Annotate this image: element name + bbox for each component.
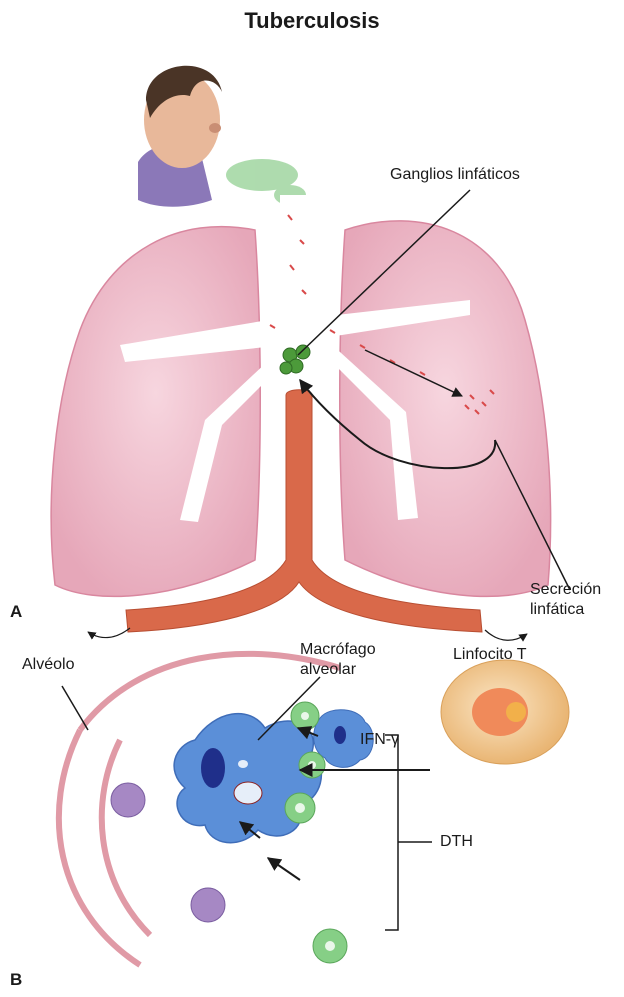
right-lung — [340, 221, 551, 597]
label-dth: DTH — [440, 832, 473, 852]
t-lymphocyte — [441, 660, 569, 764]
label-macrofago-1: Macrófago — [300, 640, 376, 660]
label-macrofago-2: alveolar — [300, 660, 356, 680]
label-secrecion-2: linfática — [530, 600, 584, 620]
dth-bracket — [385, 735, 398, 930]
recruit-arrow-3 — [268, 858, 300, 880]
exhale-left-arrow — [88, 628, 130, 638]
label-ifn: IFN-γ — [360, 730, 399, 750]
panel-label-b: B — [10, 970, 22, 990]
alveolo-leader — [62, 686, 88, 730]
person-coughing — [138, 66, 222, 207]
label-secrecion-1: Secreción — [530, 580, 601, 600]
label-linfocito: Linfocito T — [453, 645, 527, 665]
panel-label-a: A — [10, 602, 22, 622]
label-ganglios: Ganglios linfáticos — [390, 165, 520, 185]
label-alveolo: Alvéolo — [22, 655, 74, 675]
exhale-right-arrow — [485, 630, 527, 640]
